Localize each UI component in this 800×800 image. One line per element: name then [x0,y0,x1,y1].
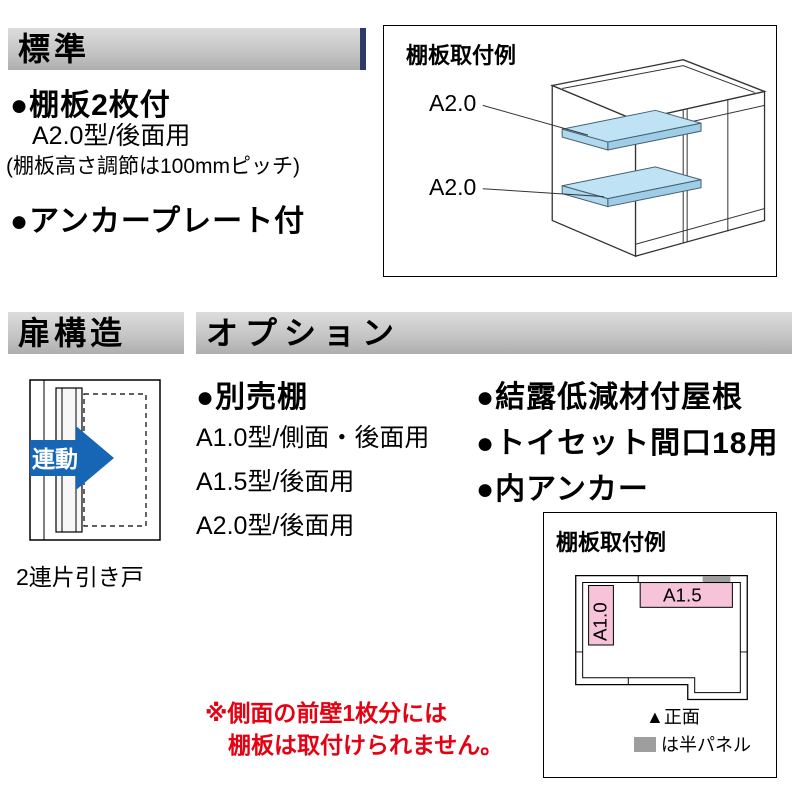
standard-header-label: 標準 [18,31,91,67]
footprint-inner-wall [582,582,741,694]
option-item-separate-shelf: ●別売棚 [196,381,309,414]
shelf-example-top-title: 棚板取付例 [406,43,517,68]
door-panel-dashed [83,393,147,527]
options-header-label: オプション [206,315,402,351]
door-header-label: 扉構造 [18,315,127,351]
shelf-example-top-box: 棚板取付例 A2.0 A2.0 [383,25,777,277]
wall-joint-ticks [575,575,748,685]
standard-item-pitch-note: (棚板高さ調節は100mmピッチ) [6,155,301,178]
shelf-example-bottom-title: 棚板取付例 [556,530,667,555]
half-panel-swatch-icon [634,736,656,752]
leader-line-2 [482,188,604,198]
door-caption: 2連片引き戸 [16,564,144,590]
leader-line-1 [482,104,589,136]
shelf-upper [561,109,702,151]
half-panel-legend: は半パネル [634,731,751,757]
shelf-lower [561,166,702,208]
shed-roof-band [562,65,755,93]
options-section-header: オプション [196,312,792,354]
standard-item-shelves: ●棚板2枚付 [10,89,171,122]
note-line-1: ※側面の前壁1枚分には [205,700,448,726]
interlock-arrow-icon [30,426,114,490]
half-panel-marker [702,576,731,583]
shed-roof-face [550,59,767,121]
standard-item-anchor: ●アンカープレート付 [10,205,306,238]
door-diagram: 連動 [29,379,161,541]
shelf-example-bottom-box: A1.0 A1.5 棚板取付例 ▲正面 は半パネル [543,512,777,778]
half-panel-legend-label: は半パネル [661,735,751,755]
option-item-a15: A1.5型/後面用 [196,468,355,496]
shed-isometric-drawing [482,59,767,258]
option-item-a20: A2.0型/後面用 [196,512,355,540]
shed-base-line [635,208,765,245]
option-item-roof: ●結露低減材付屋根 [476,381,744,414]
option-item-a10: A1.0型/側面・後面用 [196,424,430,452]
shelf-label-1: A2.0 [429,90,477,116]
shelf-a10-plan [588,585,614,646]
footprint-diagram: A1.0 A1.5 [575,574,748,701]
shelf-a10-label: A1.0 [589,602,610,641]
option-item-toiset: ●トイセット間口18用 [476,427,779,460]
option-item-anchor: ●内アンカー [476,473,649,506]
note-line-2: 棚板は取付けられません。 [228,732,504,758]
header-accent-stripe [360,28,366,70]
shelf-a15-plan [639,582,733,608]
door-section-header: 扉構造 [8,312,184,354]
standard-section-header: 標準 [8,28,366,70]
standard-item-type: A2.0型/後面用 [32,122,191,150]
front-direction-label: ▲正面 [646,707,700,727]
shelf-label-2: A2.0 [429,174,477,200]
shelf-a15-label: A1.5 [663,584,702,605]
interlock-arrow-label: 連動 [32,446,78,472]
